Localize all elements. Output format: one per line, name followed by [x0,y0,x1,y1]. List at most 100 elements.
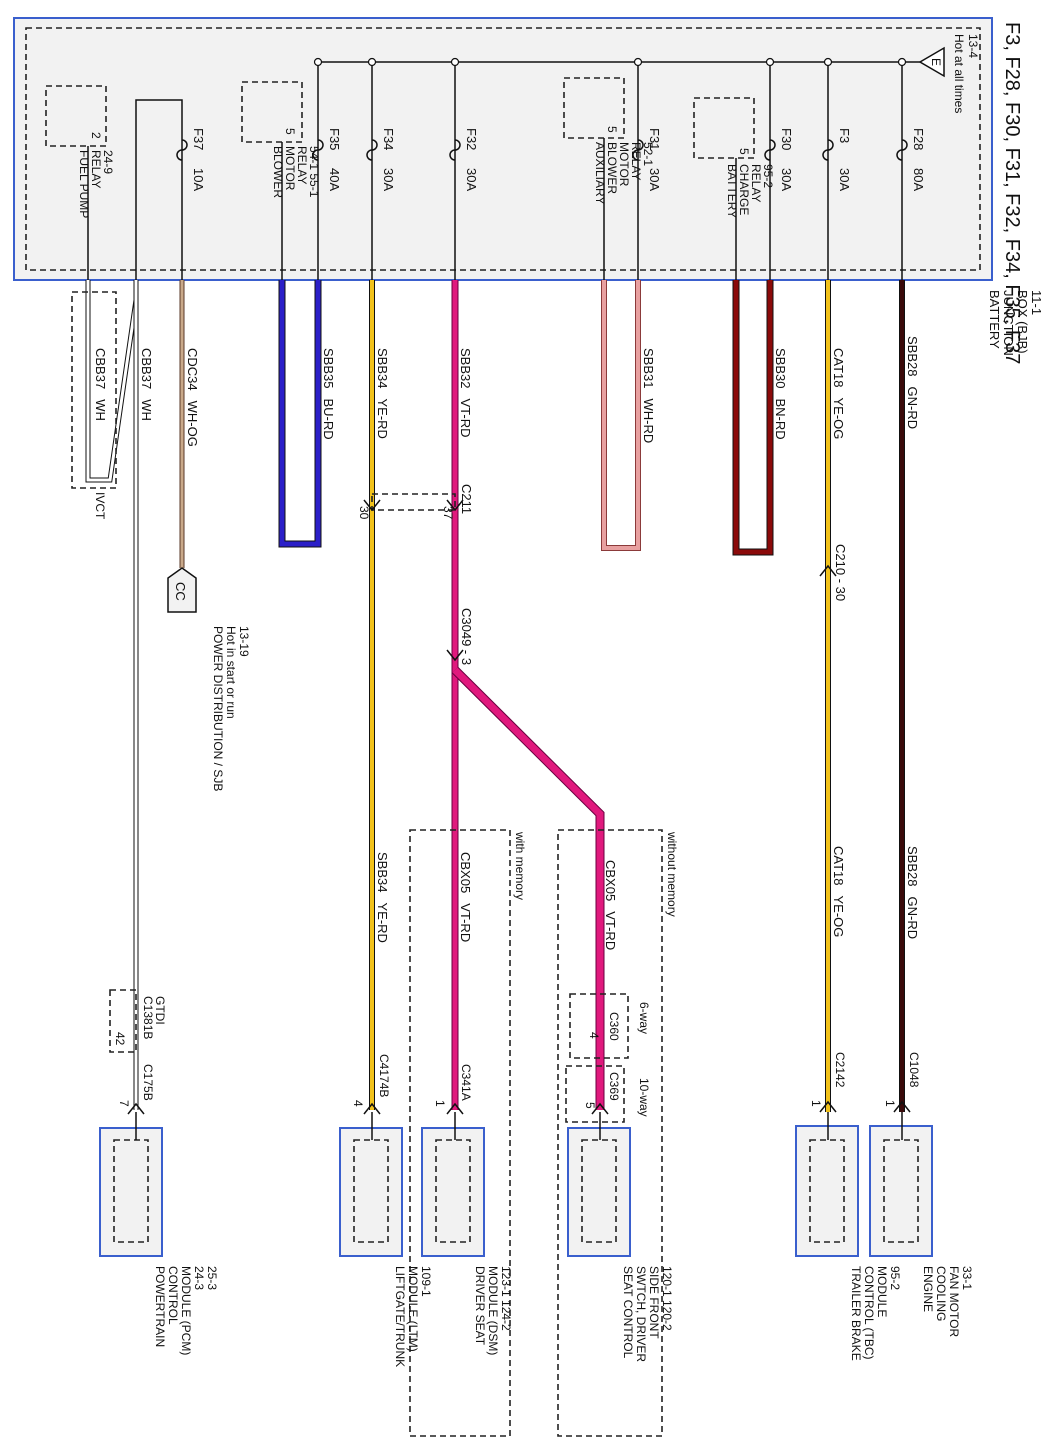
component-3-line-1: MODULE (DSM) [486,1266,500,1355]
fuse-stubs [135,62,903,280]
wire-sbb35-label: SBB35BU-RD [321,348,336,440]
relay-battery-charge-line-3: 95-2 [761,164,775,188]
relay-fuel-pump-line-1: RELAY [89,150,103,188]
bjb-label: BATTERY JUNCTION BOX (BJB) 11-1 151-2 [987,290,1042,359]
wire-cat18-circuit: CAT18 [831,348,846,388]
component-3-line-2: 123-1 124-2 [499,1266,513,1331]
power-distribution-line-2: 13-19 [237,626,251,657]
connector-c4174b-pin: 4 [351,1100,365,1107]
diagram-title: F3, F28, F30, F31, F32, F34, F35, F37 [1001,22,1023,364]
bjb-hot-line-0: Hot at all times [952,34,966,113]
fuse-f32-name: F32 [464,128,479,150]
fuse-f28-name: F28 [911,128,926,150]
connector-c211-label: C211 [459,484,474,514]
relay-aux-blower-line-2: MOTOR [617,142,631,187]
component-1-line-1: CONTROL (TBC) [862,1266,876,1360]
wire-cat18-label-lower: CAT18YE-OG [831,846,846,937]
connector-c341a-pin: 1 [433,1100,447,1107]
connector-c369-way: 10-way [637,1078,651,1117]
connector-c369-pin: 5 [583,1102,597,1109]
wire-cat18-label: CAT18YE-OG [831,348,846,439]
relay-blower-motor-label: BLOWER MOTOR RELAY 54-1 55-1 [271,146,321,201]
bjb-hot-label: Hot at all times 13-4 [952,34,980,117]
connector-c3049-icon [446,649,464,662]
component-2-line-3: 120-1 120-2 [660,1266,674,1331]
connector-c360-label: C360 [607,1012,621,1041]
connector-cc-icon [167,567,197,613]
bjb-label-line-0: BATTERY [987,290,1002,349]
wire-cbx05-dsm-label: CBX05VT-RD [458,852,473,942]
power-distribution-label: POWER DISTRIBUTION / SJB Hot in start or… [211,626,251,795]
bjb-label-line-1: JUNCTION [1001,290,1016,356]
connector-c211-icon-b [446,499,464,512]
fuse-f30-name: F30 [779,128,794,150]
wire-sbb34-circuit-2: SBB34 [375,852,390,892]
component-1-line-3: 95-2 [888,1266,902,1290]
connector-c2142-pin: 1 [809,1100,823,1107]
with-memory-label: with memory [513,831,527,900]
wire-sbb34-label-lower: SBB34YE-RD [375,852,390,943]
wire-sbb32-circuit: SBB32 [458,348,473,388]
fuse-f3-rating: 30A [837,168,852,191]
relay-battery-charge-line-2: RELAY [749,164,763,202]
wire-sbb34-color: YE-RD [375,398,390,438]
ivct-box [71,291,117,489]
bus-dots [313,57,907,67]
wire-sbb32-label: SBB32VT-RD [458,348,473,437]
wire-sbb32-color: VT-RD [458,398,473,437]
component-4-line-2: 109-1 [419,1266,433,1297]
connector-c4174b-label: C4174B [377,1054,391,1097]
wire-cbx05-dsm-circuit: CBX05 [458,852,473,893]
relay-battery-charge-pin: 5 [737,148,751,155]
component-liftgate-trunk-module [339,1112,403,1257]
component-trailer-brake-control-label: TRAILER BRAKE CONTROL (TBC) MODULE 95-2 [849,1266,902,1364]
ground-triangle-icon [918,46,945,78]
component-2-line-0: SEAT CONTROL [621,1266,635,1359]
wire-sbb34-color-2: YE-RD [375,902,390,942]
relay-aux-blower-label: AUXILIARY BLOWER MOTOR RELAY 52-1 [593,142,655,208]
wire-sbb31-color: WH-RD [641,398,656,443]
connector-c1381b-label: C1381B [141,996,155,1039]
connector-c211-box [371,493,456,511]
wire-cbb37-label: CBB37WH [139,348,154,421]
bjb-box [13,17,993,281]
wire-sbb30-circuit: SBB30 [773,348,788,388]
wire-sbb28-circuit-2: SBB28 [905,846,920,886]
wire-cat18-color: YE-OG [831,398,846,440]
wire-cbx05-dsm-color: VT-RD [458,903,473,942]
component-0-line-3: 33-1 [960,1266,974,1290]
ivct-label: IVCT [93,492,107,520]
component-seat-control-switch-label: SEAT CONTROL SWTCH, DRIVER SIDE FRONT 12… [621,1266,674,1365]
fuse-f34-name: F34 [381,128,396,150]
wire-cbb37-ivct-label: CBB37WH [93,348,108,421]
wire-sbb30 [733,280,773,555]
connector-c210-icon [819,564,837,577]
wire-cdc34-label: CDC34WH-OG [185,348,200,447]
component-5-line-4: 25-3 [205,1266,219,1290]
component-2-line-2: SIDE FRONT [647,1266,661,1339]
component-5-line-2: MODULE (PCM) [179,1266,193,1355]
component-engine-cooling-fan [869,1112,933,1257]
relay-battery-charge [693,97,755,159]
fuse-f34-rating: 30A [381,168,396,191]
wire-cat18-circuit-2: CAT18 [831,846,846,886]
component-1-line-2: MODULE [875,1266,889,1317]
fuse-f32-rating: 30A [464,168,479,191]
bjb-label-line-3: 11-1 [1029,290,1042,315]
component-1-line-0: TRAILER BRAKE [849,1266,863,1361]
component-engine-cooling-fan-label: ENGINE COOLING FAN MOTOR 33-1 [921,1266,974,1340]
connector-c1048-label: C1048 [907,1052,921,1088]
wire-cdc34-color: WH-OG [185,401,200,447]
fuse-f35-name: F35 [327,128,342,150]
without-memory-box [557,829,663,1437]
fuse-f30-rating: 30A [779,168,794,191]
relay-fuel-pump-line-0: FUEL PUMP [77,150,91,218]
wire-sbb31-label: SBB31WH-RD [641,348,656,443]
wire-cbb37-ivct-circuit: CBB37 [93,348,108,389]
component-5-line-3: 24-3 [192,1266,206,1290]
wire-cbx05-branch [452,667,604,1110]
wire-sbb30-color: BN-RD [773,398,788,439]
component-5-line-1: CONTROL [166,1266,180,1325]
connector-c3049-label: C3049 - 3 [459,608,474,665]
wire-cbx05-seat-circuit: CBX05 [603,860,618,901]
